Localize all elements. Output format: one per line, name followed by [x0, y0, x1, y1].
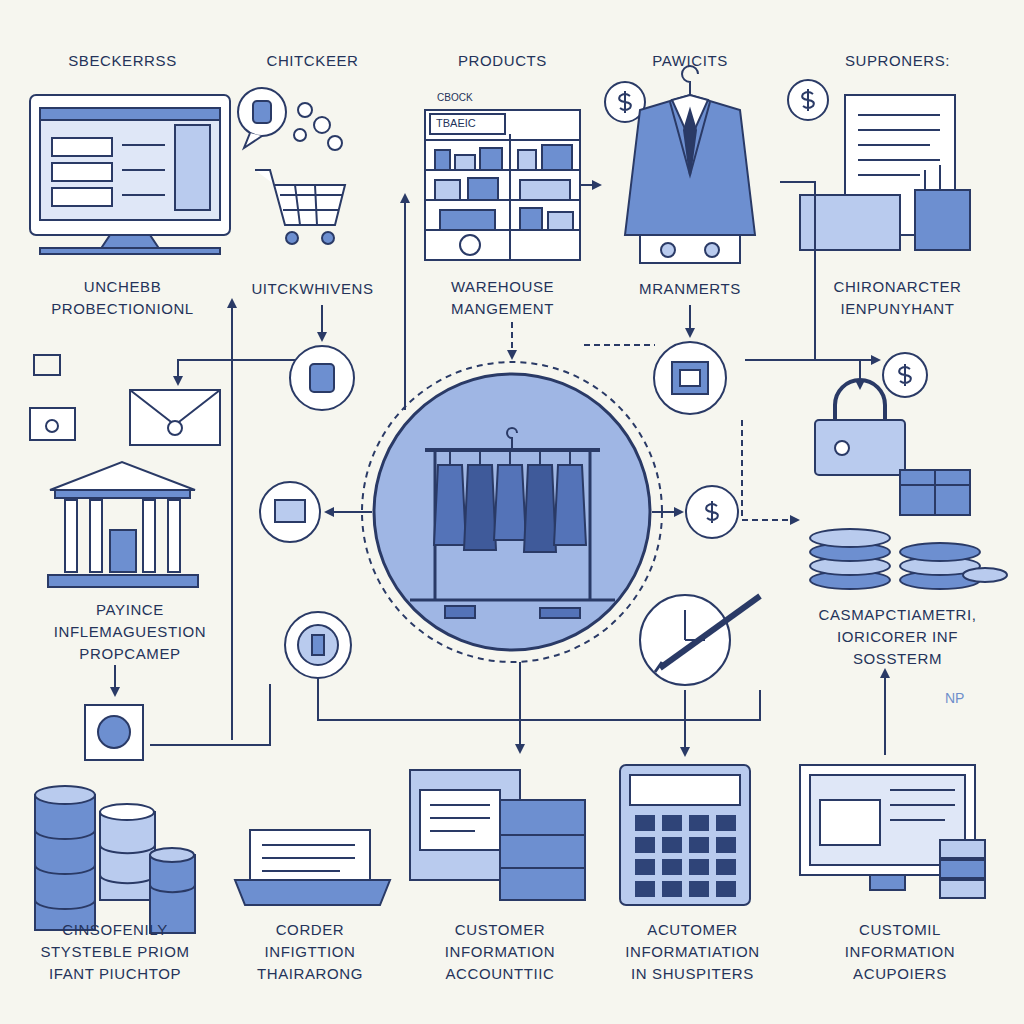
circle-icons — [260, 342, 927, 678]
figure-label: CBOCK — [437, 92, 473, 103]
group-caption: UNCHEBB PROBECTIONIONL — [33, 276, 213, 320]
group-caption: CUSTOMIL INFORMATION ACUPOIERS — [825, 919, 975, 985]
icon-group: CASMAPCTIAMETRI, IORICORER INF SOSSTERM — [785, 460, 1010, 670]
connector-arrow — [231, 300, 233, 740]
clock-pen-icon — [640, 595, 760, 685]
group-caption: CASMAPCTIAMETRI, IORICORER INF SOSSTERM — [813, 604, 983, 670]
bottom-icons — [35, 705, 985, 933]
group-caption: WAREHOUSE MANGEMENT — [428, 276, 578, 320]
group-caption: CORDER INFIGTTION THAIRARONG — [240, 919, 380, 985]
warehouse-shelves — [425, 110, 600, 260]
group-caption: CHIRONARCTER IENPUNYHANT — [813, 276, 983, 320]
suit-icon — [605, 66, 755, 263]
icon-group: ACUTOMER INFORMATIATION IN SHUSPITERS — [605, 755, 780, 985]
connector-arrow — [884, 670, 886, 755]
icon-group: PRODUCTS WAREHOUSE MANGEMENT — [405, 50, 600, 320]
icon-group: CHITCKEER UITCKWHIVENS — [225, 50, 400, 300]
icon-group: PAWICITS MRANMERTS — [605, 50, 775, 300]
group-heading: CHITCKEER — [266, 50, 358, 72]
icon-group: PAYINCE INFLEMAGUESTION PROPCAMEP — [20, 455, 240, 665]
clothing-hub — [362, 362, 662, 662]
group-caption: UITCKWHIVENS — [251, 278, 373, 300]
cart-icon — [238, 88, 345, 244]
group-caption: ACUTOMER INFORMATIATION IN SHUSPITERS — [615, 919, 770, 985]
icon-group: CUSTOMIL INFORMATION ACUPOIERS — [790, 755, 1010, 985]
figure-label: NP — [945, 690, 964, 706]
icon-group: CORDER INFIGTTION THAIRARONG — [225, 740, 395, 985]
group-caption: CUSTOMER INFORMATION ACCOUNTTIIC — [425, 919, 575, 985]
flow-lines — [150, 182, 879, 755]
group-caption: PAYINCE INFLEMAGUESTION PROPCAMEP — [45, 599, 215, 665]
figure-label: TBAEIC — [436, 117, 476, 129]
group-caption: CINSOFENILY STYSTEBLE PRIOM IFANT PIUCHT… — [30, 919, 200, 985]
connector-arrow — [114, 665, 116, 695]
coins-icon — [810, 470, 1007, 589]
icon-group: SUPRONERS: CHIRONARCTER IENPUNYHANT — [785, 50, 1010, 320]
group-heading: SUPRONERS: — [845, 50, 950, 72]
group-heading: PAWICITS — [652, 50, 728, 72]
group-heading: SBECKERRSS — [68, 50, 177, 72]
icon-group: CUSTOMER INFORMATION ACCOUNTTIIC — [405, 755, 595, 985]
icon-group: CINSOFENILY STYSTEBLE PRIOM IFANT PIUCHT… — [10, 695, 220, 985]
monitor-icon — [30, 95, 230, 254]
left-icons — [30, 355, 220, 587]
icon-group: SBECKERRSS UNCHEBB PROBECTIONIONL — [20, 50, 225, 320]
group-caption: MRANMERTS — [639, 278, 741, 300]
group-heading: PRODUCTS — [458, 50, 547, 72]
